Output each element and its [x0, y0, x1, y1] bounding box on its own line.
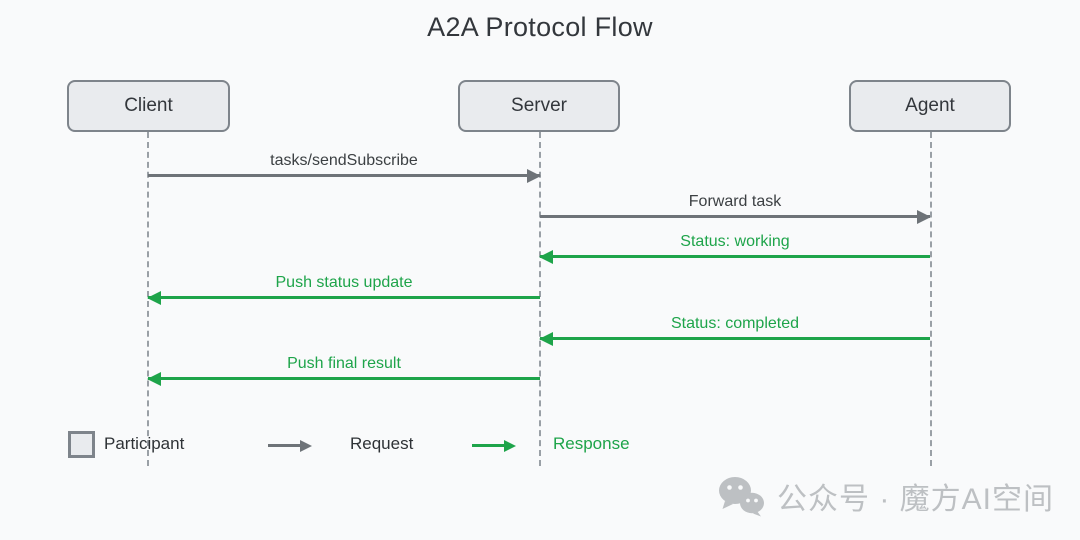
participant-box-server: Server — [458, 80, 620, 132]
message-label: Forward task — [688, 193, 782, 210]
watermark: 公众号 · 魔方AI空间 — [717, 474, 1054, 518]
message-label: Push final result — [287, 355, 401, 372]
response-arrow-left-icon — [540, 255, 930, 258]
message-tasks-sendsubscribe: tasks/sendSubscribe — [148, 151, 540, 177]
request-arrow-right-icon — [540, 215, 930, 218]
participant-box-agent: Agent — [849, 80, 1011, 132]
message-label: Status: completed — [670, 315, 800, 332]
legend-participant-label: Participant — [104, 434, 185, 453]
request-arrow-right-icon — [148, 174, 540, 177]
watermark-text: 公众号 · 魔方AI空间 — [776, 483, 1054, 516]
message-push-final-result: Push final result — [148, 354, 540, 380]
message-status-working: Status: working — [540, 232, 930, 258]
response-arrow-left-icon — [148, 296, 540, 299]
lifeline-server — [539, 132, 541, 466]
legend-response-arrow-icon — [472, 444, 504, 447]
participant-label-server: Server — [511, 95, 567, 116]
response-arrow-left-icon — [540, 337, 930, 340]
message-status-completed: Status: completed — [540, 314, 930, 340]
legend-participant-box-icon — [68, 431, 95, 458]
legend-request-arrow-icon — [268, 444, 300, 447]
legend-response-label: Response — [553, 434, 630, 453]
response-arrow-left-icon — [148, 377, 540, 380]
message-push-status-update: Push status update — [148, 273, 540, 299]
wechat-icon — [717, 475, 765, 517]
message-label: tasks/sendSubscribe — [270, 152, 418, 169]
participant-label-agent: Agent — [905, 95, 955, 116]
legend-request-label: Request — [350, 434, 414, 453]
message-label: Status: working — [680, 233, 790, 250]
message-label: Push status update — [275, 274, 413, 291]
lifeline-agent — [930, 132, 932, 466]
message-forward-task: Forward task — [540, 192, 930, 218]
participant-box-client: Client — [67, 80, 230, 132]
participant-label-client: Client — [124, 95, 173, 116]
diagram-title: A2A Protocol Flow — [427, 12, 653, 42]
